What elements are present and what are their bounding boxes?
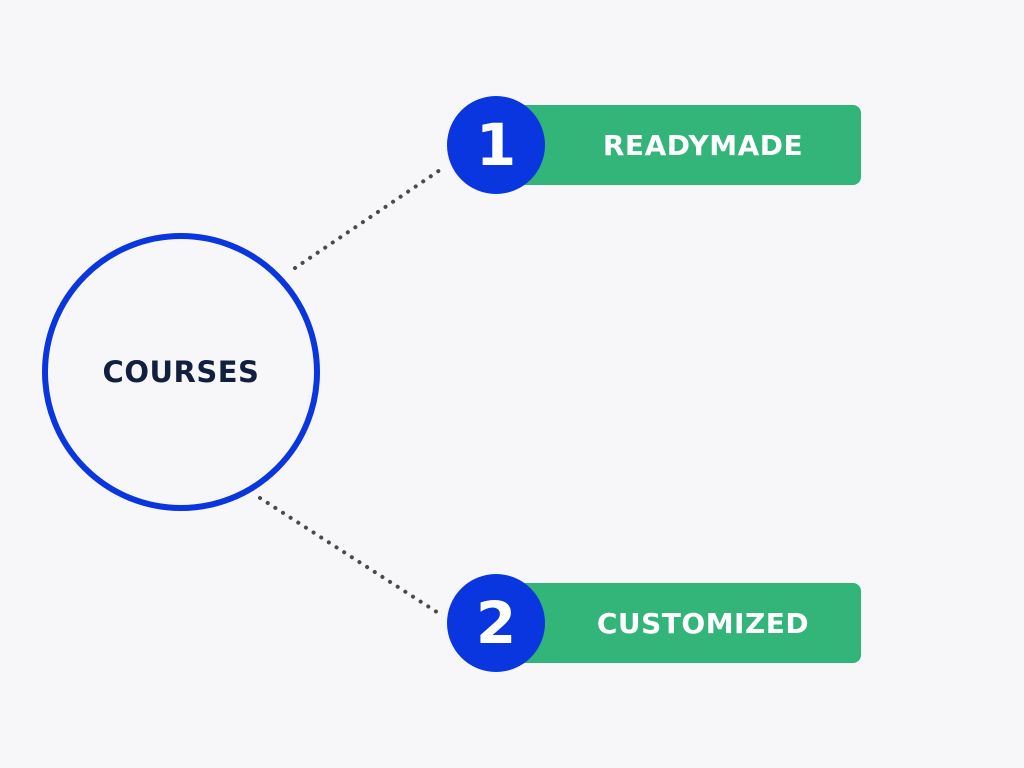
option-readymade: READYMADE 1 <box>447 96 861 194</box>
option-customized: CUSTOMIZED 2 <box>447 574 861 672</box>
option-number-badge: 2 <box>447 574 545 672</box>
option-number: 2 <box>475 589 517 657</box>
hub-circle: COURSES <box>42 233 320 511</box>
connector-line-1 <box>293 166 445 270</box>
option-number: 1 <box>475 111 517 179</box>
option-label: CUSTOMIZED <box>596 606 810 640</box>
option-bar: CUSTOMIZED <box>495 583 861 663</box>
option-number-badge: 1 <box>447 96 545 194</box>
hub-label: COURSES <box>102 355 260 389</box>
connector-line-2 <box>258 496 445 618</box>
option-label: READYMADE <box>602 128 804 162</box>
option-bar: READYMADE <box>495 105 861 185</box>
